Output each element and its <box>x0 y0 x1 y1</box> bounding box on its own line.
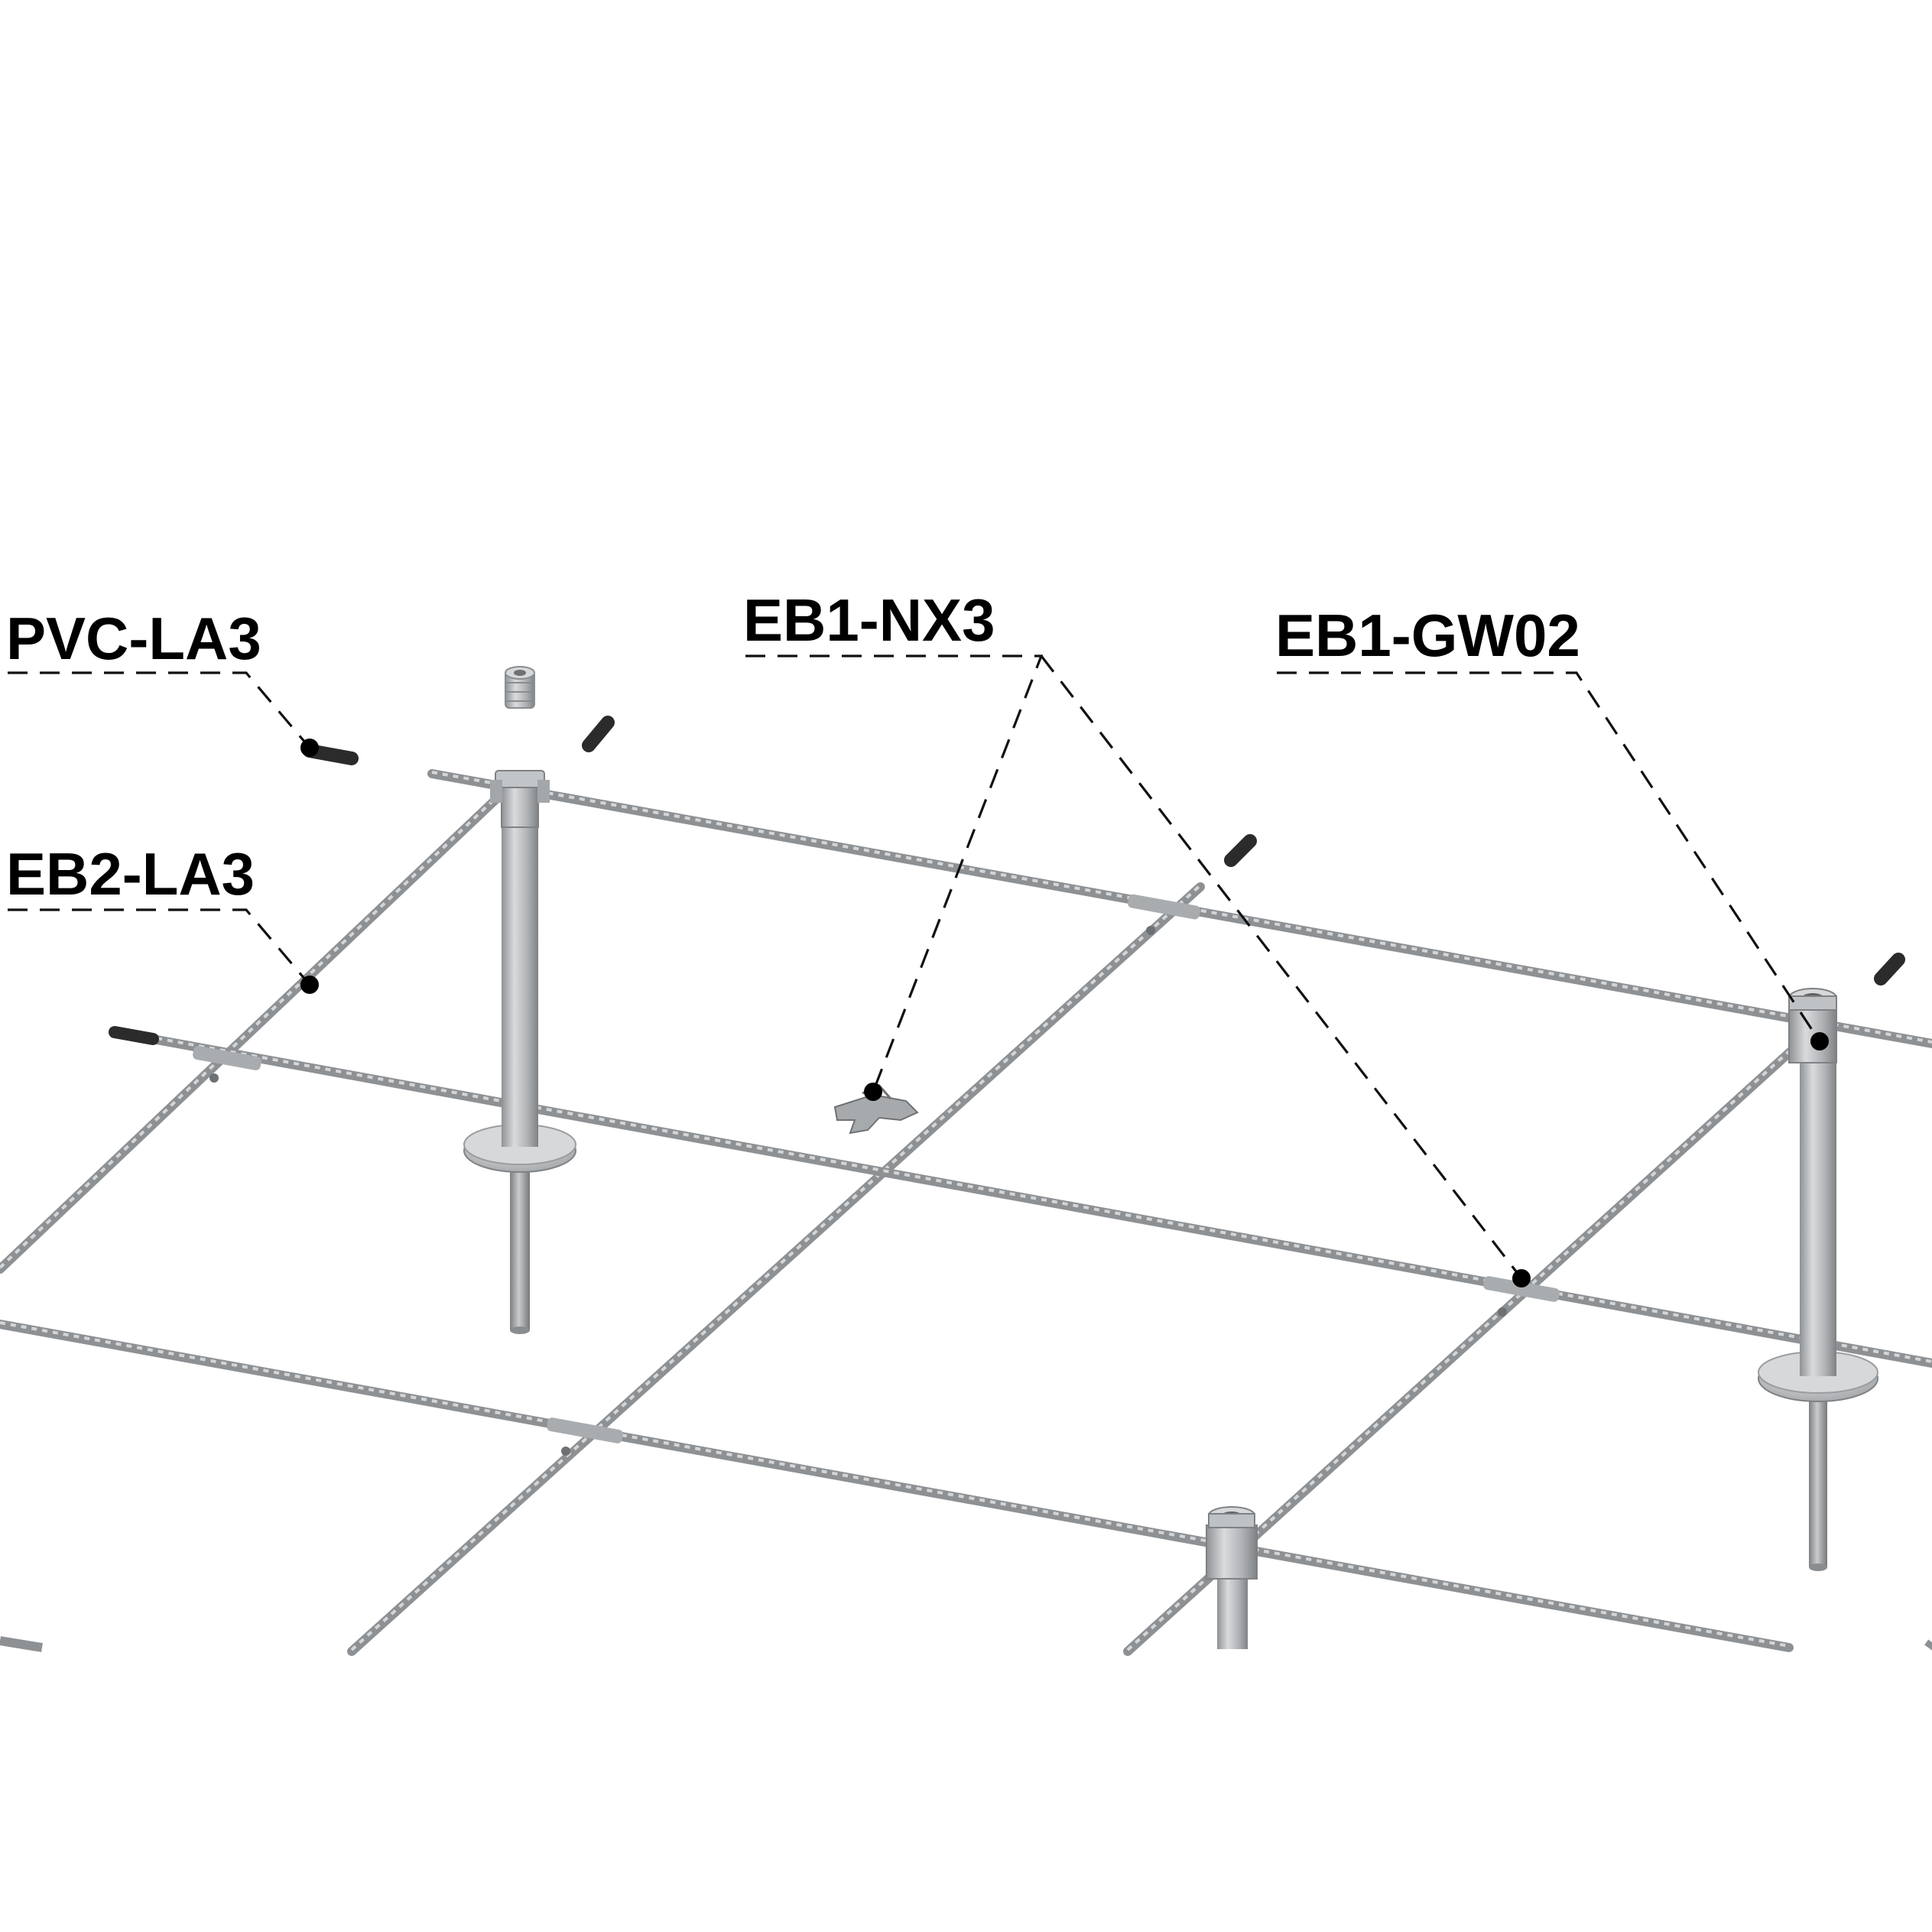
callout-pvc-la3: PVC-LA3 <box>6 605 261 672</box>
callout-eb1-nx3: EB1-NX3 <box>743 586 995 654</box>
cross-connector-3 <box>1483 1276 1560 1317</box>
cable-end-cap-left <box>109 1026 159 1045</box>
end-cap-exploded-2 <box>582 716 615 752</box>
end-cap-exploded-3 <box>1224 834 1257 867</box>
leader-eb1-nx3 <box>745 654 1531 1287</box>
cross-connector-2 <box>1128 894 1200 935</box>
end-cap-exploded-4 <box>1874 953 1905 985</box>
post-front <box>1206 1506 1258 1649</box>
cable-long-2 <box>110 1028 1932 1368</box>
set-screw-exploded <box>505 666 535 709</box>
leader-pvc-la3 <box>8 671 319 757</box>
cable-long-4 <box>0 1636 43 1652</box>
leader-eb2-la3 <box>8 908 319 994</box>
cable-grid <box>0 769 1932 1656</box>
cross-connector-1 <box>193 1046 261 1083</box>
callout-eb2-la3: EB2-LA3 <box>6 840 255 908</box>
post-right <box>1758 988 1878 1571</box>
post-left <box>463 770 576 1334</box>
cross-connector-4 <box>547 1417 623 1456</box>
cable-cross-2 <box>347 882 1205 1656</box>
callout-eb1-gw02: EB1-GW02 <box>1275 602 1580 669</box>
cable-long-3 <box>0 1320 1794 1652</box>
leader-eb1-gw02 <box>1277 671 1829 1050</box>
cable-cross-4 <box>1924 1639 1932 1651</box>
cable-cross-1 <box>0 783 513 1274</box>
